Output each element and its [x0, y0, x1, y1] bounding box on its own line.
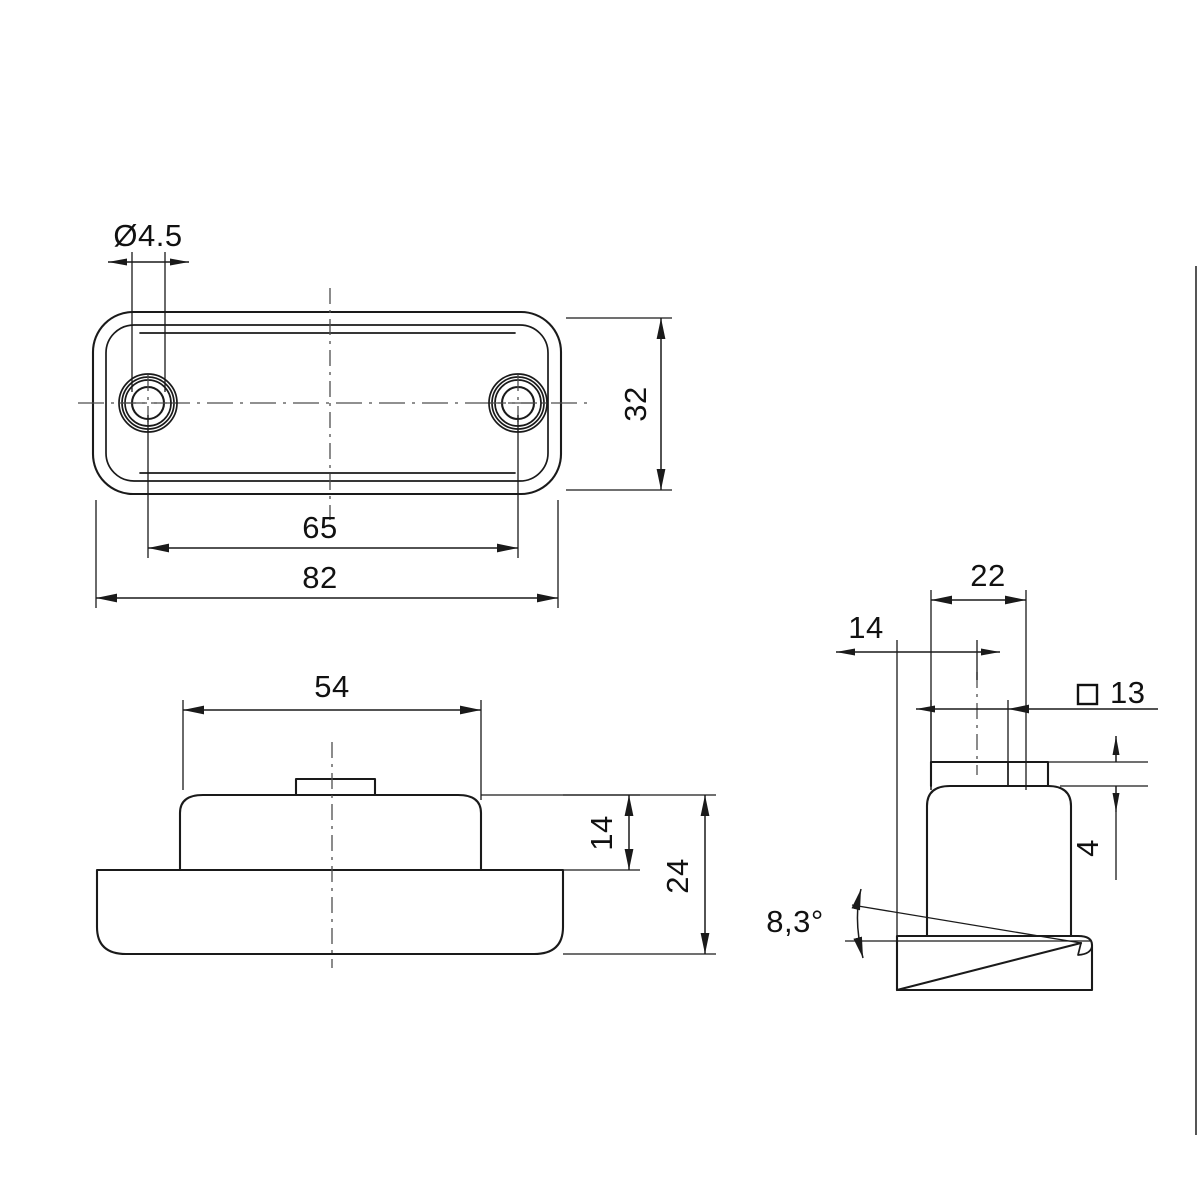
dimension-label-overall-width-82: 82	[302, 560, 337, 595]
top-view: Ø4.5 32 65 82	[78, 218, 672, 608]
dimension-label-offset-14: 14	[848, 610, 883, 645]
dimension-depth-22: 22	[930, 558, 1027, 790]
dimension-offset-14: 14	[836, 610, 1000, 990]
dimension-hole-spacing-65: 65	[147, 415, 519, 558]
dimension-square-13: 13	[916, 675, 1158, 790]
front-view: 54 14 24	[95, 669, 716, 968]
front-base-plate	[95, 868, 565, 956]
top-inner-outline	[105, 324, 549, 482]
dimension-flange-4: 4	[1040, 736, 1148, 880]
dimension-body-width-54: 54	[182, 669, 482, 800]
dimension-label-taper-angle: 8,3°	[766, 904, 824, 939]
dimension-height-32: 32	[566, 317, 672, 491]
dimension-label-total-height-24: 24	[660, 858, 695, 893]
front-dome-body	[178, 793, 483, 872]
dimension-body-height-14: 14	[481, 794, 640, 871]
dimension-label-hole-spacing-65: 65	[302, 510, 337, 545]
dimension-label-depth-22: 22	[970, 558, 1005, 593]
dimension-label-flange-4: 4	[1070, 839, 1105, 857]
dimension-label-square-13: 13	[1110, 675, 1145, 710]
dimension-total-height-24: 24	[563, 794, 716, 955]
square-symbol-icon	[1076, 683, 1099, 706]
dimension-label-hole-diameter: Ø4.5	[113, 218, 182, 253]
front-top-nub	[294, 777, 377, 797]
side-top-nub	[929, 760, 1050, 788]
side-view: 22 14 13 4	[766, 558, 1158, 992]
dimension-hole-diameter: Ø4.5	[108, 218, 189, 392]
dimension-label-body-height-14: 14	[584, 815, 619, 850]
side-taper-edge	[895, 941, 1083, 992]
side-dome-body	[925, 784, 1073, 938]
dimension-label-body-width-54: 54	[314, 669, 349, 704]
dimension-label-height-32: 32	[618, 386, 653, 421]
side-taper-corner	[1077, 942, 1093, 956]
dimension-overall-width-82: 82	[95, 500, 559, 608]
dimension-taper-angle: 8,3°	[766, 888, 1090, 959]
